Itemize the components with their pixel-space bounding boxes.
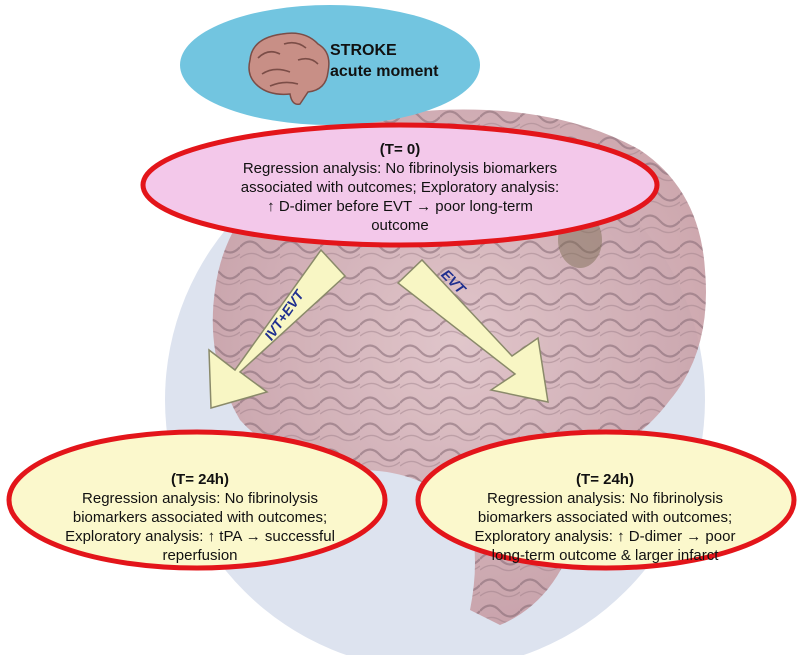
baseline-text: (T= 0) Regression analysis: No fibrinoly… [185,140,615,235]
ivt-evt-outcome-text: (T= 24h) Regression analysis: No fibrino… [20,470,380,565]
evt-outcome-text: (T= 24h) Regression analysis: No fibrino… [420,470,790,565]
evt-arrow [396,258,549,403]
brain-icon [248,32,330,106]
evt-line3: Exploratory analysis: ↑ D-dimer → poor [474,528,736,545]
evt-line4: long-term outcome & larger infarct [491,547,719,564]
ivt-evt-line1: Regression analysis: No fibrinolysis [82,490,318,507]
ivt-evt-line3: Exploratory analysis: ↑ tPA → successful [65,528,335,545]
evt-outcome-ellipse [415,429,797,571]
baseline-time: (T= 0) [379,141,421,158]
stroke-title-line2: acute moment [330,63,439,80]
baseline-line1: Regression analysis: No fibrinolysis bio… [242,160,558,177]
stroke-title: STROKE acute moment [330,40,438,82]
baseline-ellipse [140,122,660,248]
ivt-evt-line2: biomarkers associated with outcomes; [72,509,328,526]
ivt-evt-arrow [208,248,347,409]
baseline-line4: outcome [371,217,429,234]
ivt-evt-outcome-ellipse [6,429,388,571]
evt-line1: Regression analysis: No fibrinolysis [487,490,723,507]
stroke-ellipse [180,5,480,125]
ivt-evt-line4: reperfusion [162,547,238,564]
baseline-line3: ↑ D-dimer before EVT → poor long-term [267,198,533,215]
ivt-evt-time: (T= 24h) [171,471,229,488]
baseline-line2: associated with outcomes; Exploratory an… [240,179,560,196]
evt-line2: biomarkers associated with outcomes; [477,509,733,526]
evt-time: (T= 24h) [576,471,634,488]
stroke-title-line1: STROKE [330,42,397,59]
